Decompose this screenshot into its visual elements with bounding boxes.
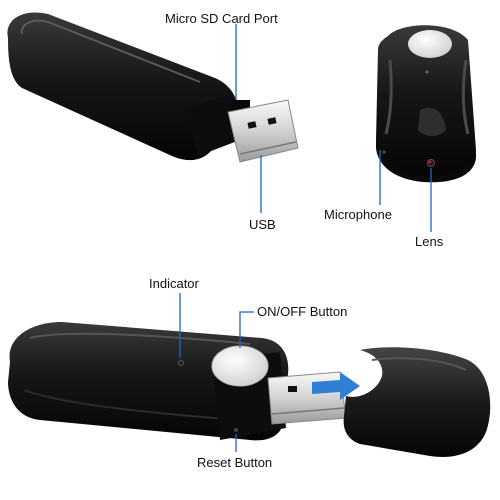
leader-lines bbox=[179, 24, 432, 452]
indicator-light bbox=[178, 360, 184, 366]
usb-cap bbox=[343, 347, 491, 457]
on-off-label: ON/OFF Button bbox=[257, 304, 348, 319]
microphone-label: Microphone bbox=[324, 207, 392, 222]
indicator-label: Indicator bbox=[149, 276, 199, 291]
micro-sd-label: Micro SD Card Port bbox=[165, 11, 278, 26]
reset-hole bbox=[234, 428, 238, 432]
usb-stick-top-left bbox=[7, 12, 299, 163]
lens-label: Lens bbox=[415, 234, 444, 249]
lens-icon bbox=[427, 159, 435, 167]
microphone-hole bbox=[382, 150, 386, 154]
leader-on-off bbox=[239, 311, 254, 348]
usb-connector-top bbox=[227, 99, 299, 163]
rear-button bbox=[408, 30, 452, 58]
usb-label: USB bbox=[249, 217, 276, 232]
reset-label: Reset Button bbox=[197, 455, 273, 470]
on-off-button-visual bbox=[211, 345, 269, 387]
device-rear-view bbox=[376, 25, 476, 183]
usb-connector-bottom bbox=[267, 371, 347, 425]
device-open-view bbox=[8, 322, 491, 457]
arrow-icon bbox=[312, 372, 360, 400]
